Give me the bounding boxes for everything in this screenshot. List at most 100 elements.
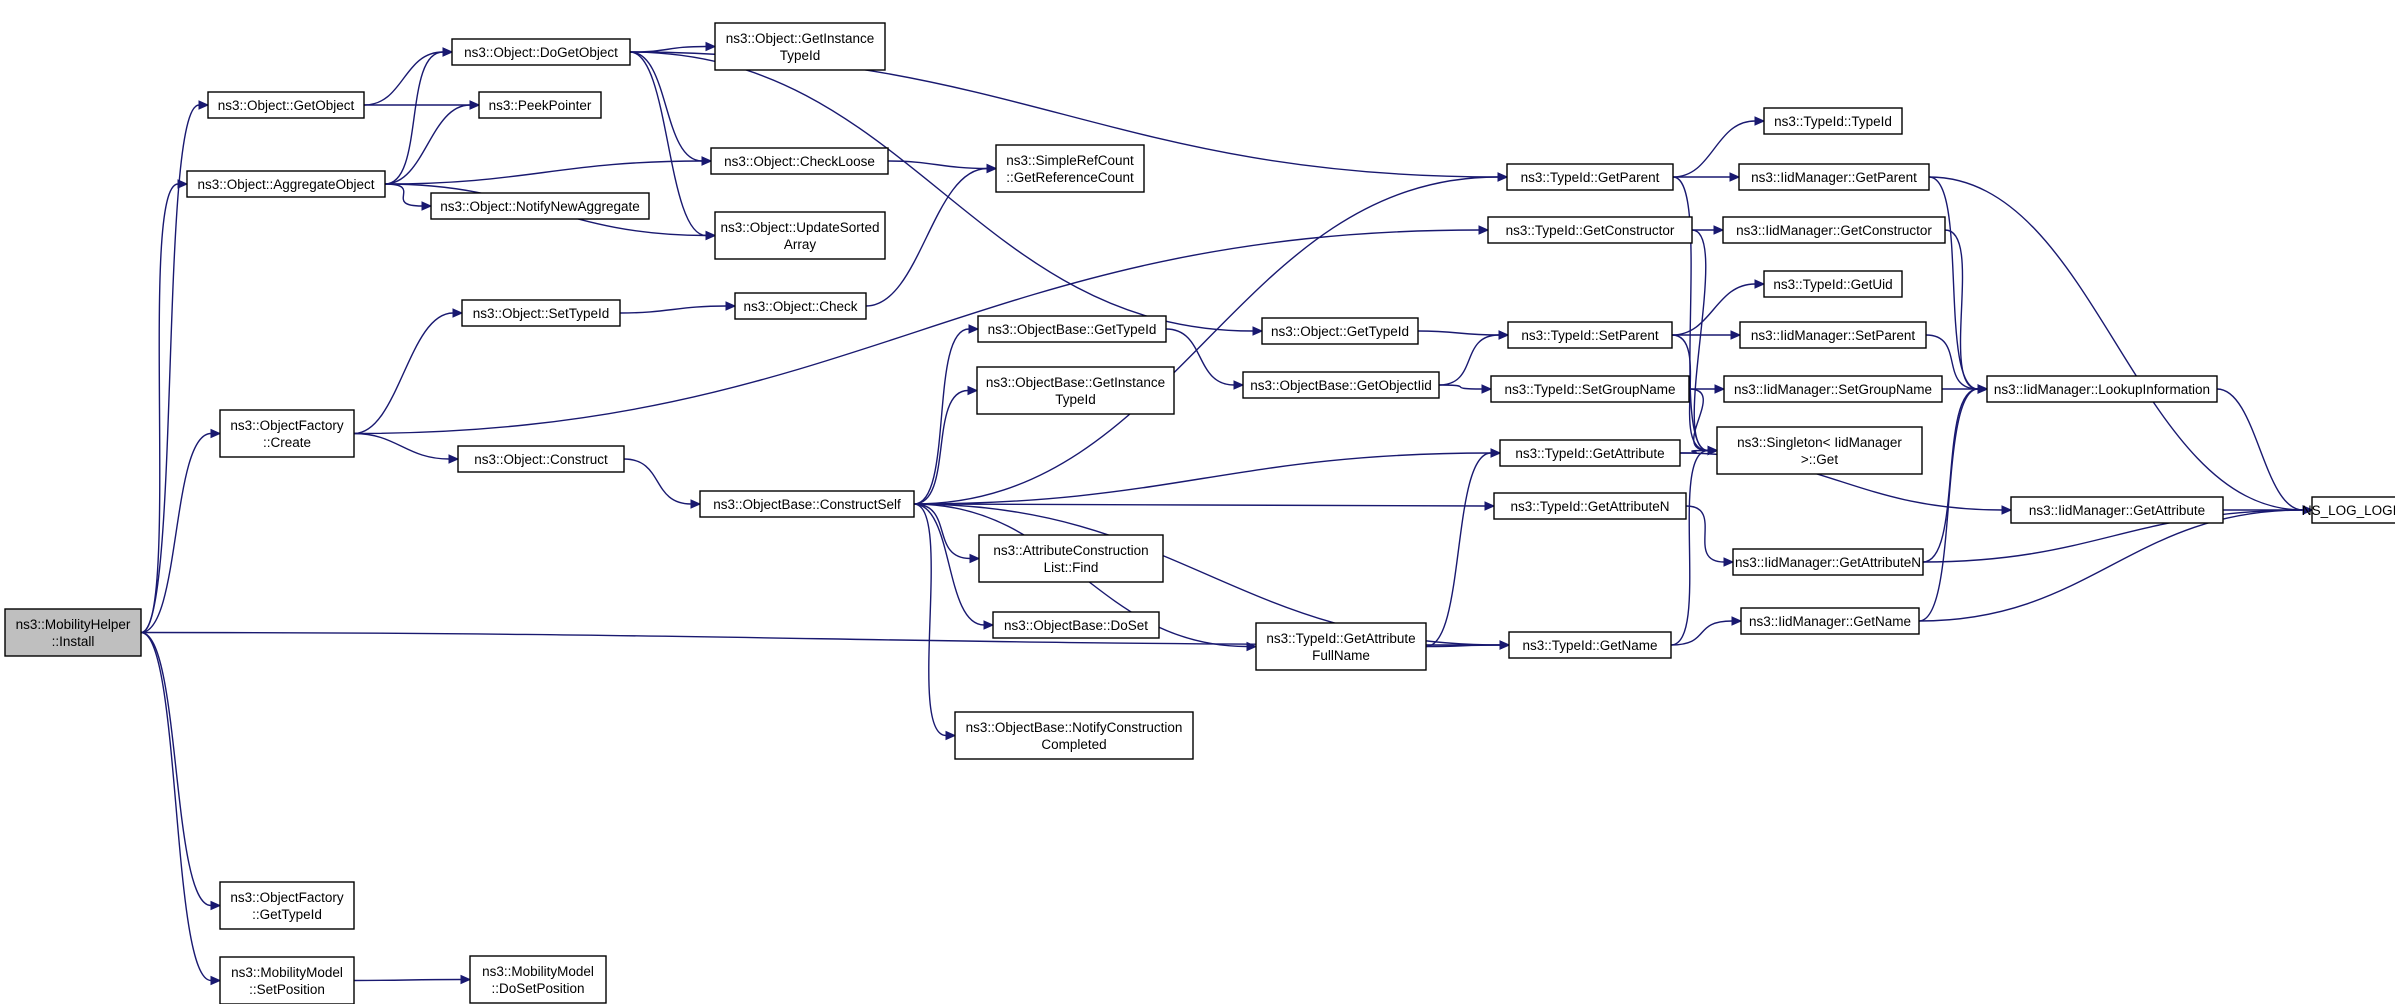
- node-isetparent[interactable]: ns3::IidManager::SetParent: [1739, 321, 1927, 349]
- node-isetgroupname[interactable]: ns3::IidManager::SetGroupName: [1723, 375, 1943, 403]
- node-mmdosetposition[interactable]: ns3::MobilityModel::DoSetPosition: [469, 955, 607, 1004]
- edge-line: [913, 176, 1499, 505]
- node-mmsetposition[interactable]: ns3::MobilityModel::SetPosition: [219, 956, 355, 1004]
- node-label: ns3::TypeId::GetAttribute: [1515, 446, 1664, 461]
- node-tgetconstructor[interactable]: ns3::TypeId::GetConstructor: [1487, 216, 1693, 244]
- node-check[interactable]: ns3::Object::Check: [734, 292, 867, 320]
- node-getobject[interactable]: ns3::Object::GetObject: [207, 91, 365, 119]
- node-label: ns3::ObjectFactory: [230, 890, 344, 905]
- node-box: [457, 445, 625, 473]
- edge-tgetname-to-igetname: [1670, 616, 1743, 646]
- node-igetparent[interactable]: ns3::IidManager::GetParent: [1738, 163, 1930, 191]
- node-tgetattribute[interactable]: ns3::TypeId::GetAttribute: [1499, 439, 1681, 467]
- edge-line: [353, 978, 462, 982]
- node-box: [430, 192, 650, 220]
- node-label: ns3::ObjectBase::ConstructSelf: [713, 497, 901, 512]
- node-label: ns3::Object::Check: [743, 299, 857, 314]
- arrowhead-icon: [1233, 380, 1245, 390]
- node-igetattributen[interactable]: ns3::IidManager::GetAttributeN: [1732, 548, 1924, 576]
- arrowhead-icon: [210, 975, 222, 986]
- node-box: [1490, 375, 1690, 403]
- node-nslog[interactable]: NS_LOG_LOGIC: [2302, 496, 2395, 524]
- edge-line: [1918, 388, 1979, 622]
- node-label: ns3::Singleton< IidManager: [1737, 435, 1902, 450]
- edge-constructself-to-obgetinstancetypeid: [913, 385, 979, 505]
- node-install[interactable]: ns3::MobilityHelper::Install: [4, 608, 142, 657]
- edge-getobjectiid-to-tsetgroupname: [1438, 384, 1493, 394]
- node-obgettypeid[interactable]: ns3::ObjectBase::GetTypeId: [977, 315, 1167, 343]
- edge-install-to-factorygettypeid: [140, 631, 222, 911]
- node-aggregateobject[interactable]: ns3::Object::AggregateObject: [186, 170, 386, 198]
- node-label: ns3::Object::Construct: [474, 452, 608, 467]
- node-settypeid[interactable]: ns3::Object::SetTypeId: [461, 299, 621, 327]
- node-box: [1739, 321, 1927, 349]
- arrowhead-icon: [701, 156, 713, 166]
- node-singletonget[interactable]: ns3::Singleton< IidManager >::Get: [1716, 426, 1923, 475]
- node-dogetobject[interactable]: ns3::Object::DoGetObject: [451, 38, 631, 66]
- node-label: ns3::Object::GetObject: [218, 98, 355, 113]
- node-tgetname[interactable]: ns3::TypeId::GetName: [1508, 631, 1672, 659]
- edge-line: [1944, 229, 1979, 390]
- node-box: [1499, 439, 1681, 467]
- node-tgetattributen[interactable]: ns3::TypeId::GetAttributeN: [1493, 492, 1687, 520]
- node-getreferencecount[interactable]: ns3::SimpleRefCount::GetReferenceCount: [995, 144, 1145, 193]
- edge-checkloose-to-getreferencecount: [887, 160, 998, 174]
- node-notifynewaggregate[interactable]: ns3::Object::NotifyNewAggregate: [430, 192, 650, 220]
- node-construct[interactable]: ns3::Object::Construct: [457, 445, 625, 473]
- node-box: [1723, 375, 1943, 403]
- node-label: ns3::Object::NotifyNewAggregate: [440, 199, 640, 214]
- edge-constructself-to-obgettypeid: [913, 324, 980, 505]
- node-tgetuid[interactable]: ns3::TypeId::GetUid: [1763, 270, 1903, 298]
- node-igetattribute[interactable]: ns3::IidManager::GetAttribute: [2010, 496, 2224, 524]
- node-label: ns3::Object::AggregateObject: [197, 177, 374, 192]
- edge-line: [1688, 388, 1709, 452]
- arrowhead-icon: [1713, 225, 1725, 235]
- edge-ilookupinformation-to-nslog: [2216, 388, 2314, 515]
- node-notifyconstruction[interactable]: ns3::ObjectBase::NotifyConstructionCompl…: [954, 711, 1194, 760]
- edge-line: [913, 503, 1486, 507]
- node-box: [1732, 548, 1924, 576]
- node-box: [1242, 371, 1440, 399]
- node-label: ns3::AttributeConstruction: [993, 543, 1148, 558]
- node-factorycreate[interactable]: ns3::ObjectFactory::Create: [219, 409, 355, 458]
- edge-line: [1691, 229, 1709, 452]
- node-getobjectiid[interactable]: ns3::ObjectBase::GetObjectIid: [1242, 371, 1440, 399]
- edge-layer: [140, 41, 2314, 986]
- edge-line: [1425, 452, 1492, 648]
- node-doset[interactable]: ns3::ObjectBase::DoSet: [992, 611, 1160, 639]
- node-peekpointer[interactable]: ns3::PeekPointer: [478, 91, 602, 119]
- node-objgettypeid[interactable]: ns3::Object::GetTypeId: [1261, 317, 1419, 345]
- node-label: ns3::IidManager::SetGroupName: [1734, 382, 1932, 397]
- edge-line: [1671, 334, 1709, 452]
- node-igetname[interactable]: ns3::IidManager::GetName: [1740, 607, 1920, 635]
- node-layer: ns3::MobilityHelper::Install ns3::Object:…: [4, 22, 2395, 1004]
- arrowhead-icon: [1252, 326, 1264, 336]
- node-ilookupinformation[interactable]: ns3::IidManager::LookupInformation: [1986, 375, 2218, 403]
- node-tsetgroupname[interactable]: ns3::TypeId::SetGroupName: [1490, 375, 1690, 403]
- node-tsetparent[interactable]: ns3::TypeId::SetParent: [1507, 321, 1673, 349]
- node-label: >::Get: [1801, 452, 1838, 467]
- node-igetconstructor[interactable]: ns3::IidManager::GetConstructor: [1722, 216, 1946, 244]
- edge-line: [384, 51, 444, 185]
- edge-aggregateobject-to-checkloose: [384, 156, 713, 185]
- node-ttypeid[interactable]: ns3::TypeId::TypeId: [1763, 107, 1903, 135]
- arrowhead-icon: [1723, 557, 1735, 567]
- edge-line: [629, 51, 1254, 332]
- node-checkloose[interactable]: ns3::Object::CheckLoose: [710, 147, 889, 175]
- edge-tgetattributen-to-igetattributen: [1685, 505, 1735, 567]
- node-box: [1508, 631, 1672, 659]
- edge-line: [887, 160, 988, 170]
- node-tgetparent[interactable]: ns3::TypeId::GetParent: [1506, 163, 1674, 191]
- arrowhead-icon: [452, 308, 464, 318]
- node-constructself[interactable]: ns3::ObjectBase::ConstructSelf: [699, 490, 915, 518]
- edge-line: [1925, 334, 1979, 390]
- node-factorygettypeid[interactable]: ns3::ObjectFactory::GetTypeId: [219, 881, 355, 930]
- edge-line: [1165, 328, 1235, 386]
- edge-line: [140, 432, 212, 634]
